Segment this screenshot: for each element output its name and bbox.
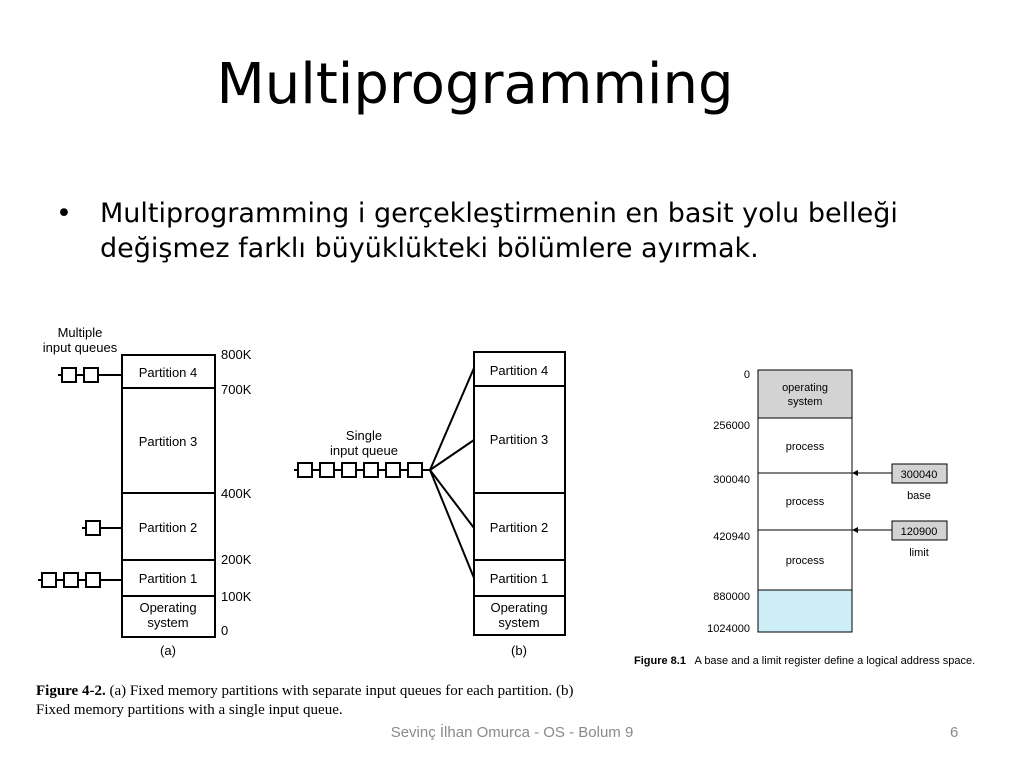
fig-8-1-process: process [786,496,825,508]
fig-a-sublabel: (a) [160,643,176,658]
slide-title: Multiprogramming [216,52,734,117]
fig-b-os-line2: system [498,615,539,630]
base-register-value: 300040 [901,469,938,481]
fig-a-partition-3: Partition 3 [139,434,198,449]
fig-a-queues-label-1: Multiple [58,325,103,340]
fig-a-partition-1: Partition 1 [139,571,198,586]
fig-8-1-address: 1024000 [707,623,750,635]
limit-register-label: limit [909,547,929,559]
bullet-dot: • [56,198,72,229]
fig-a-address: 100K [221,589,252,604]
figure-4-2-caption: Figure 4-2. (a) Fixed memory partitions … [36,682,596,720]
fig-b-partition-1: Partition 1 [490,571,549,586]
fig-b-partition-3: Partition 3 [490,432,549,447]
fig-a-partition-2: Partition 2 [139,520,198,535]
fig-8-1-address: 420940 [713,531,750,543]
limit-register-value: 120900 [901,526,938,538]
figure-8-1-caption-label: Figure 8.1 [634,655,686,667]
page-number: 6 [950,724,959,741]
figure-4-2-caption-label: Figure 4-2. [36,683,106,699]
fig-a-address: 700K [221,382,252,397]
fig-8-1-os-line2: system [788,396,823,408]
fig-8-1-address: 880000 [713,591,750,603]
figure-8-1-caption-text: A base and a limit register define a log… [694,655,976,667]
figure-8-1-diagram: operating system process process process… [707,369,948,635]
fig-a-address: 800K [221,347,252,362]
fig-8-1-address: 300040 [713,474,750,486]
fig-a-partition-4: Partition 4 [139,365,198,380]
fig-a-os-line2: system [147,615,188,630]
bullet-text: Multiprogramming i gerçekleştirmenin en … [100,198,898,264]
figure-8-1-caption: Figure 8.1 A base and a limit register d… [634,655,975,667]
fig-a-os-line1: Operating [139,600,196,615]
figure-4-2-diagram: Multiple input queues Partition 4 Partit… [38,325,566,658]
fig-a-address: 400K [221,486,252,501]
figure-4-2-caption-text: (a) Fixed memory partitions with separat… [36,683,574,718]
limit-register [891,520,948,541]
fig-b-partition-4: Partition 4 [490,363,549,378]
fig-b-partition-2: Partition 2 [490,520,549,535]
fig-8-1-address: 0 [744,369,750,381]
fig-8-1-os-line1: operating [782,382,828,394]
fig-b-queue-label-1: Single [346,428,382,443]
fig-8-1-os-region [757,369,853,419]
fig-b-os-line1: Operating [490,600,547,615]
fig-b-queue-label-2: input queue [330,443,398,458]
fig-8-1-address: 256000 [713,420,750,432]
fig-a-address: 200K [221,552,252,567]
fig-a-queues-label-2: input queues [43,340,118,355]
fig-b-sublabel: (b) [511,643,527,658]
base-register [891,463,948,484]
fig-a-address: 0 [221,623,228,638]
fig-8-1-process: process [786,555,825,567]
slide-footer: Sevinç İlhan Omurca - OS - Bolum 9 [390,724,634,741]
fig-8-1-process: process [786,441,825,453]
fig-8-1-free-region [757,589,853,633]
fig-8-1-process-region [757,417,853,591]
base-register-label: base [907,490,931,502]
